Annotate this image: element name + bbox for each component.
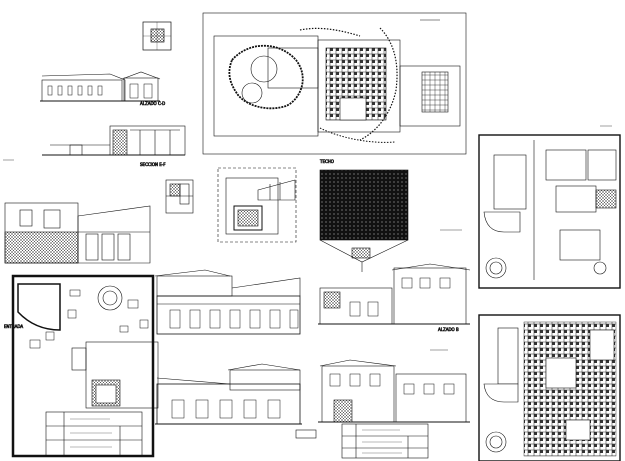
elevation-long-2	[155, 363, 317, 439]
dimension-leaders	[3, 125, 612, 351]
entrance-note: ENTRADA	[4, 324, 23, 329]
floor-plan-right-lower	[478, 314, 621, 461]
elevation-b-label: ALZADO B	[438, 327, 459, 332]
roof-plan: TECHO	[319, 159, 409, 272]
ground-floor-plan: ENTRADA	[4, 274, 159, 458]
stair-detail	[165, 179, 194, 214]
site-plan	[202, 12, 467, 155]
title-block-left	[45, 411, 143, 457]
roof-plan-label: TECHO	[319, 159, 334, 164]
elevation-long-1	[154, 269, 301, 335]
pool-plan	[217, 167, 297, 243]
floor-plan-right-upper	[478, 134, 621, 289]
section-e-f-label: SECCION E-F	[140, 162, 166, 167]
elevation-front: ALZADO C-D	[40, 71, 166, 106]
elevation-c	[318, 359, 470, 423]
location-key-plan	[142, 21, 172, 51]
elevation-front-label: ALZADO C-D	[140, 101, 165, 106]
title-block-right	[341, 423, 429, 459]
section-e-f: SECCION E-F	[42, 125, 186, 167]
section-long	[4, 202, 151, 264]
elevation-b: ALZADO B	[318, 263, 471, 332]
